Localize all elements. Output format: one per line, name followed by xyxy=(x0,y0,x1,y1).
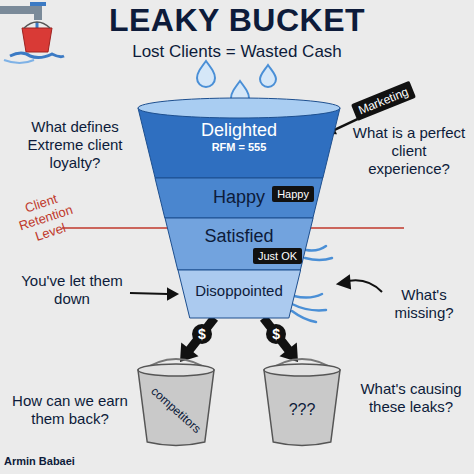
watermark: Armin Babaei xyxy=(4,455,124,467)
band-fill xyxy=(165,218,313,270)
lost-bucket: competitors xyxy=(136,362,216,446)
band-fill xyxy=(155,178,323,218)
lost-bucket: ??? xyxy=(262,362,342,446)
level-tag: Happy xyxy=(272,186,314,202)
bucket-body xyxy=(264,370,340,446)
question-note: How can we earn them back? xyxy=(8,392,132,428)
connector xyxy=(180,318,214,362)
connector xyxy=(264,318,298,362)
band-fill xyxy=(178,270,301,318)
level-name: Satisfied xyxy=(204,226,273,247)
note: You've let them down xyxy=(16,272,128,308)
bucket-rim xyxy=(264,364,340,376)
bucket-text: ??? xyxy=(262,378,342,442)
bucket-rim xyxy=(138,364,214,376)
water-surface xyxy=(138,98,340,118)
question-note: What's causing these leaks? xyxy=(352,380,470,416)
subtitle: Lost Clients = Wasted Cash xyxy=(0,42,474,62)
band-text: Satisfied xyxy=(165,218,313,247)
level-tag: Just OK xyxy=(253,248,302,264)
retention-label: Client Retention Level xyxy=(3,185,89,251)
tap-icon xyxy=(0,2,64,63)
question-note: What is a perfect client experience? xyxy=(350,124,468,178)
loyalty-band: Happy Happy xyxy=(155,178,323,218)
loyalty-band: Disoppointed xyxy=(178,270,301,318)
tag-text: Marketing xyxy=(356,85,410,118)
bucket-label: competitors xyxy=(148,384,203,436)
bucket-body xyxy=(138,370,214,446)
metric-note: RFM = 555 xyxy=(212,141,267,154)
band-text: Disoppointed xyxy=(178,270,301,299)
marketing-tag: Marketing xyxy=(351,81,416,121)
edge-label: $ xyxy=(192,324,212,344)
question-note: What's missing? xyxy=(380,286,468,322)
bucket-text: competitors xyxy=(136,378,216,442)
loyalty-band: DelightedRFM = 555 xyxy=(138,98,340,178)
bucket-label: ??? xyxy=(289,401,316,419)
tag-text: Happy xyxy=(277,188,309,200)
question-note: What defines Extreme client loyalty? xyxy=(14,118,136,172)
band-text: DelightedRFM = 555 xyxy=(138,98,340,153)
connector-line xyxy=(264,318,289,350)
level-name: Delighted xyxy=(201,120,277,141)
level-name: Happy xyxy=(213,187,265,208)
title: LEAKY BUCKET xyxy=(0,2,474,39)
connector-line xyxy=(189,318,214,350)
loyalty-band: SatisfiedJust OK xyxy=(165,218,313,270)
level-name: Disoppointed xyxy=(195,282,283,299)
tag-text: Just OK xyxy=(258,250,297,262)
